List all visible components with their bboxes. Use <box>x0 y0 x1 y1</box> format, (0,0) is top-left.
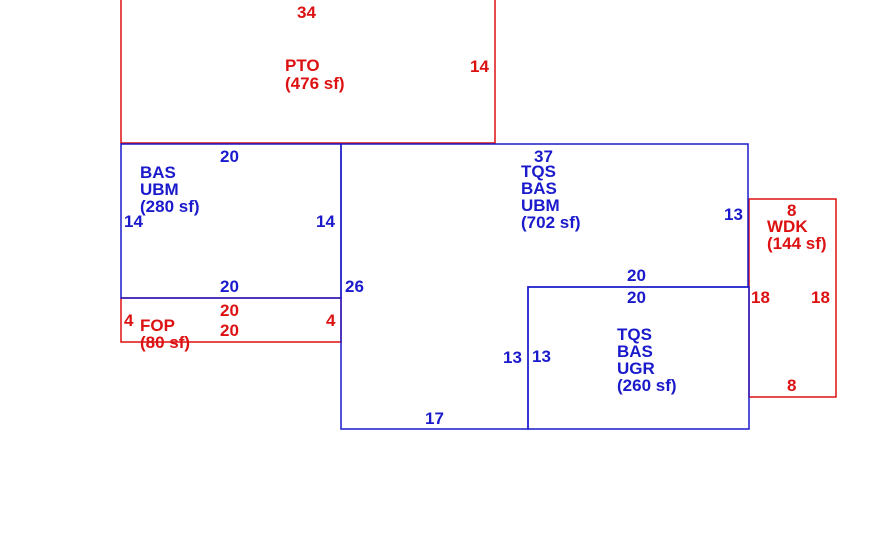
lower-code-1: TQS <box>617 325 652 344</box>
bas-area: (280 sf) <box>140 197 200 216</box>
dim-wdk-top: 8 <box>787 201 796 220</box>
pto-code: PTO <box>285 56 320 75</box>
dim-bas-bottom: 20 <box>220 277 239 296</box>
dim-bas-top: 20 <box>220 147 239 166</box>
main-code-3: UBM <box>521 196 560 215</box>
wdk-area: (144 sf) <box>767 234 827 253</box>
dim-bas-right: 14 <box>316 212 335 231</box>
dim-wdk-right: 18 <box>811 288 830 307</box>
dim-wdk-left: 18 <box>751 288 770 307</box>
dim-fop-left: 4 <box>124 311 134 330</box>
dim-lower-top-inner: 20 <box>627 288 646 307</box>
fop-code: FOP <box>140 316 175 335</box>
dim-lower-left-outer: 13 <box>503 348 522 367</box>
main-area: (702 sf) <box>521 213 581 232</box>
dim-bas-left: 14 <box>124 212 143 231</box>
dim-pto-top: 34 <box>297 3 316 22</box>
pto-area: (476 sf) <box>285 74 345 93</box>
wdk-code: WDK <box>767 217 808 236</box>
dim-pto-right: 14 <box>470 57 489 76</box>
main-code-1: TQS <box>521 162 556 181</box>
lower-code-2: BAS <box>617 342 653 361</box>
pto-outline <box>120 0 496 144</box>
lower-code-3: UGR <box>617 359 655 378</box>
lower-area: (260 sf) <box>617 376 677 395</box>
dim-main-right: 13 <box>724 205 743 224</box>
dim-main-top: 37 <box>534 147 553 166</box>
main-code-2: BAS <box>521 179 557 198</box>
dim-main-left: 26 <box>345 277 364 296</box>
bas-code-2: UBM <box>140 180 179 199</box>
dim-fop-bottom: 20 <box>220 321 239 340</box>
dim-fop-right: 4 <box>326 311 336 330</box>
fop-area: (80 sf) <box>140 333 190 352</box>
dim-fop-top: 20 <box>220 301 239 320</box>
dim-lower-left-inner: 13 <box>532 347 551 366</box>
bas-code-1: BAS <box>140 163 176 182</box>
lower-outline <box>527 286 750 430</box>
dim-lower-top-outer: 20 <box>627 266 646 285</box>
dim-main-bottom: 17 <box>425 409 444 428</box>
dim-wdk-bottom: 8 <box>787 376 796 395</box>
